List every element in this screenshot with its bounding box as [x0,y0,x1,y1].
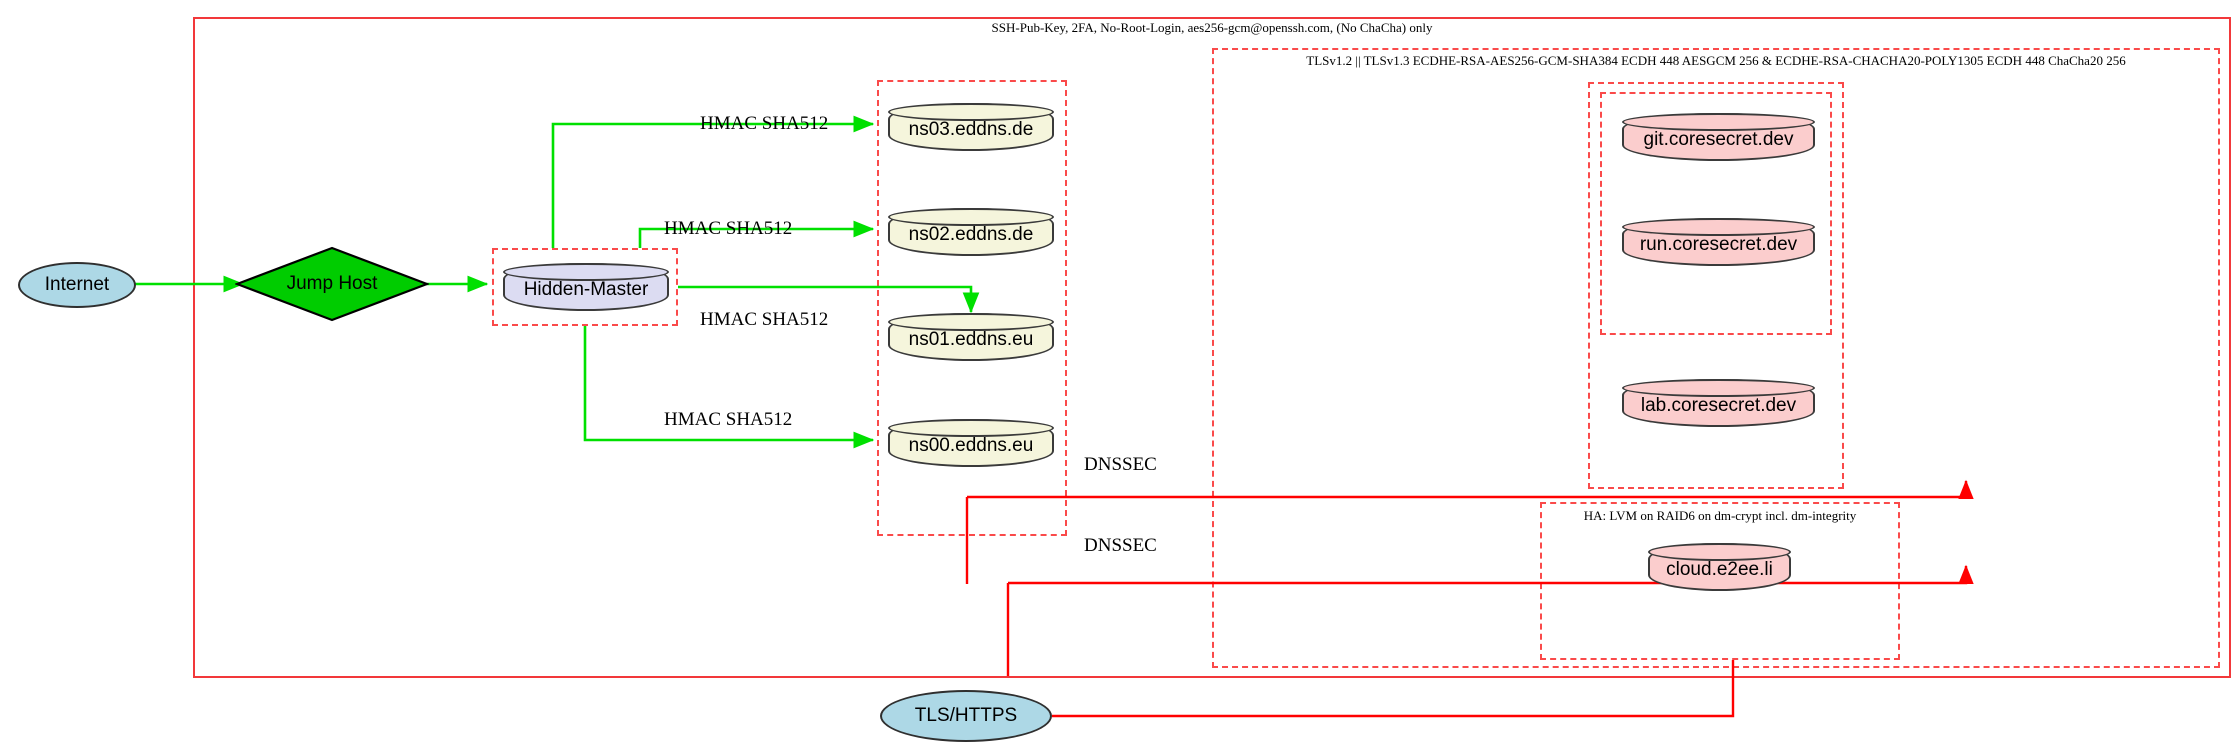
node-hidden-master-label: Hidden-Master [523,279,649,300]
node-run-coresecret-label: run.coresecret.dev [1639,234,1798,255]
node-lab-coresecret[interactable]: lab.coresecret.dev [1622,379,1815,427]
node-tls-https[interactable]: TLS/HTTPS [880,690,1052,742]
edge-label-hmac-ns00: HMAC SHA512 [664,409,793,430]
edge-dnssec-top [967,479,1974,499]
edge-master-to-ns01 [678,285,980,314]
node-cloud-e2ee[interactable]: cloud.e2ee.li [1648,543,1791,591]
node-ns02[interactable]: ns02.eddns.de [888,208,1054,256]
node-hidden-master[interactable]: Hidden-Master [503,263,669,311]
cluster-tls-boundary-label: TLSv1.2 || TLSv1.3 ECDHE-RSA-AES256-GCM-… [1306,53,2126,68]
node-jump-host[interactable]: Jump Host [233,246,431,322]
node-lab-coresecret-label: lab.coresecret.dev [1640,395,1797,416]
node-ns01-label: ns01.eddns.eu [908,329,1034,350]
edge-label-dnssec-top: DNSSEC [1084,454,1157,475]
edge-master-to-ns03 [551,115,875,248]
node-ns00[interactable]: ns00.eddns.eu [888,419,1054,467]
edge-tls-to-cloud [1052,660,1735,718]
node-ns03[interactable]: ns03.eddns.de [888,103,1054,151]
edge-label-hmac-ns02: HMAC SHA512 [664,218,793,239]
node-ns02-label: ns02.eddns.de [908,224,1034,245]
edge-label-hmac-ns03: HMAC SHA512 [700,113,829,134]
edge-master-to-ns00 [583,326,875,449]
cluster-ssh-boundary-label: SSH-Pub-Key, 2FA, No-Root-Login, aes256-… [991,20,1433,35]
edge-label-dnssec-bottom: DNSSEC [1084,535,1157,556]
edge-dnssec-bottom [1008,564,1974,585]
node-tls-https-label: TLS/HTTPS [914,705,1018,726]
node-ns03-label: ns03.eddns.de [908,119,1034,140]
edge-master-to-ns02 [638,220,875,248]
node-cloud-e2ee-label: cloud.e2ee.li [1666,559,1773,580]
node-ns01[interactable]: ns01.eddns.eu [888,313,1054,361]
node-internet[interactable]: Internet [18,262,136,308]
node-git-coresecret-label: git.coresecret.dev [1643,129,1794,150]
diamond-shape [233,246,431,322]
node-ns00-label: ns00.eddns.eu [908,435,1034,456]
cluster-ha-cloud-label: HA: LVM on RAID6 on dm-crypt incl. dm-in… [1583,508,1857,523]
edge-label-hmac-ns01: HMAC SHA512 [700,309,829,330]
node-jump-host-label: Jump Host [286,273,378,294]
node-run-coresecret[interactable]: run.coresecret.dev [1622,218,1815,266]
node-internet-label: Internet [44,274,110,295]
node-git-coresecret[interactable]: git.coresecret.dev [1622,113,1815,161]
